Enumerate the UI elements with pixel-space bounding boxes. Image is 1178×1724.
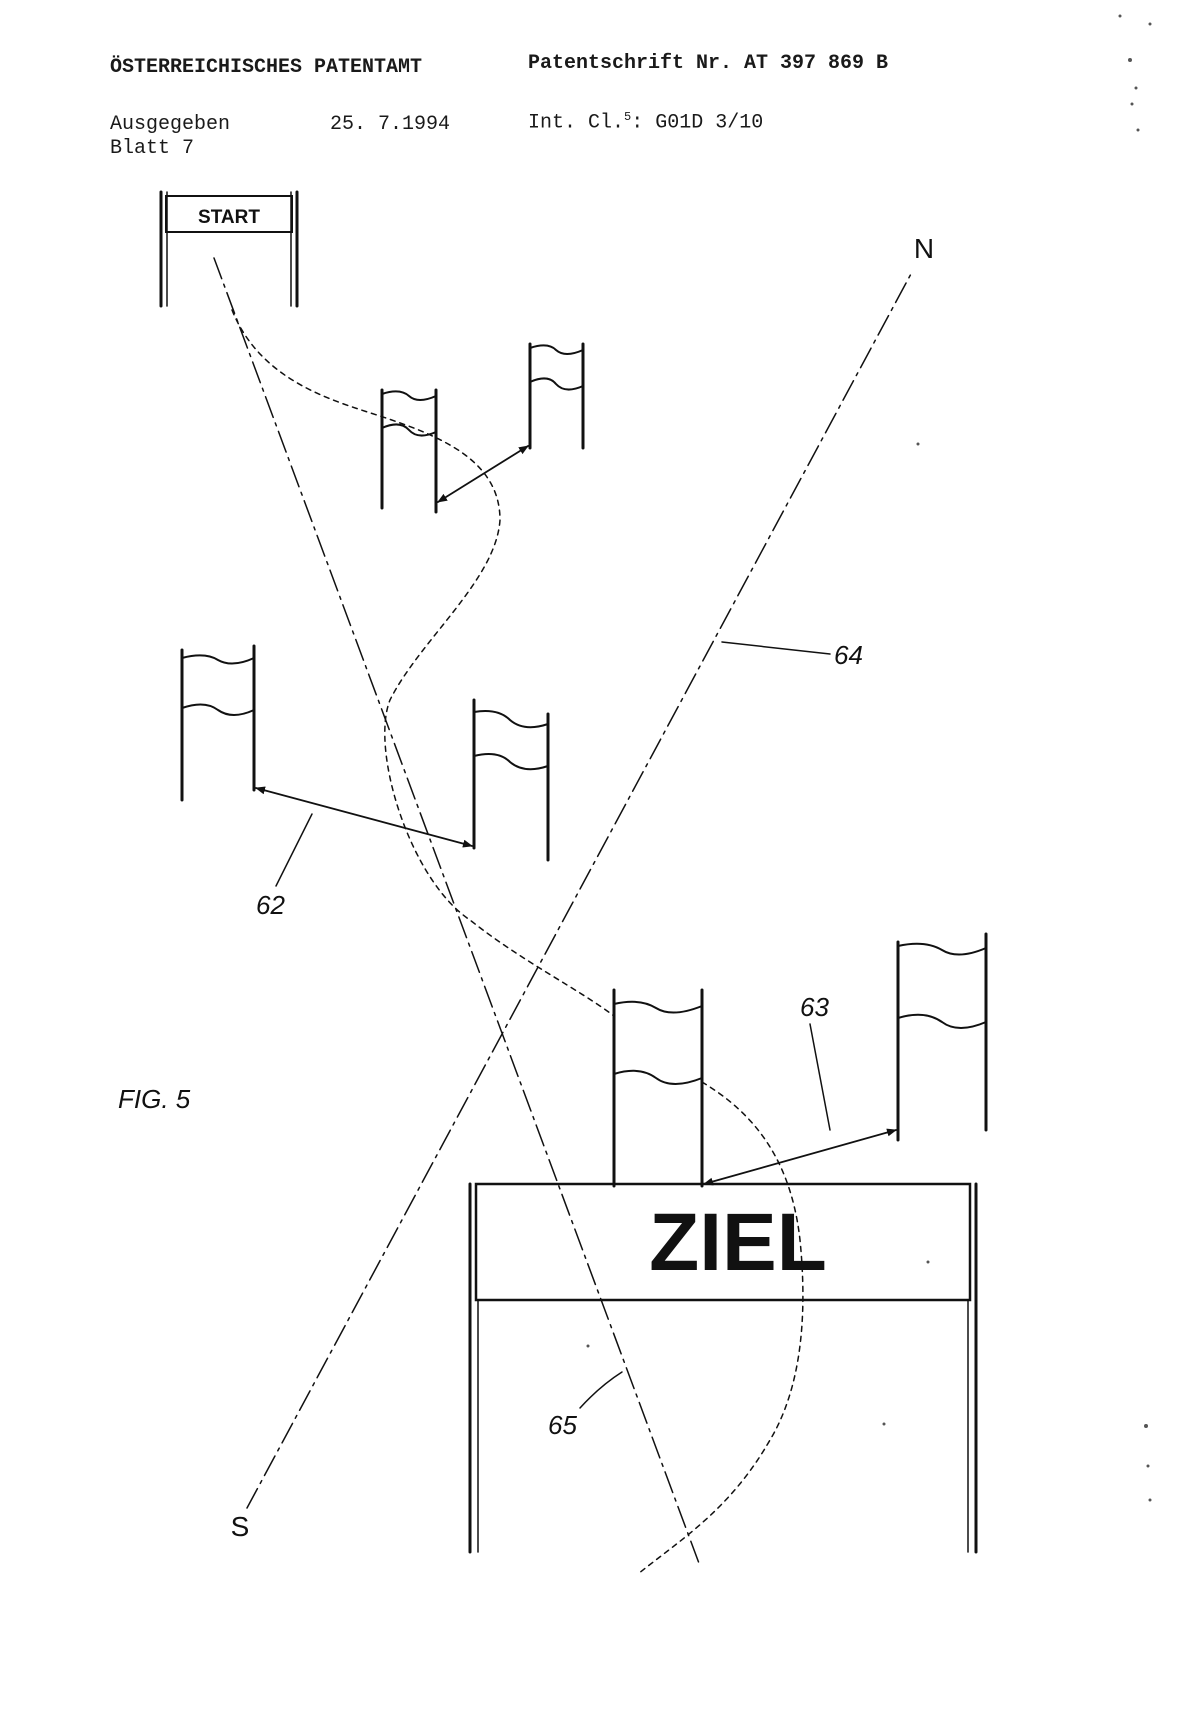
finish-sign: ZIEL xyxy=(649,1197,827,1288)
ref-65: 65 xyxy=(548,1410,577,1440)
flag-gate-3-left xyxy=(612,988,704,1188)
patent-number: Patentschrift Nr. AT 397 869 B xyxy=(528,52,889,75)
gate-3-distance-arrow xyxy=(703,1128,897,1186)
leader-64 xyxy=(721,641,831,655)
north-south-line-64 xyxy=(246,271,913,1509)
int-classification: Int. Cl.5: G01D 3/10 xyxy=(528,110,763,135)
start-sign: START xyxy=(198,207,260,228)
north-label: N xyxy=(914,233,934,264)
leader-63 xyxy=(809,1023,831,1131)
flag-gate-2-right xyxy=(472,698,550,862)
fall-line-65 xyxy=(213,257,701,1567)
gate-1-distance-arrow xyxy=(437,445,529,503)
leader-65 xyxy=(579,1371,623,1409)
south-label: S xyxy=(231,1511,250,1542)
leader-62 xyxy=(275,813,313,887)
issued-date: 25. 7.1994 xyxy=(330,113,451,136)
course-path xyxy=(231,309,804,1575)
int-cl-superscript: 5 xyxy=(624,110,632,124)
ref-62: 62 xyxy=(256,890,285,920)
gate-2-distance-arrow xyxy=(255,786,473,848)
flag-gate-1-right xyxy=(528,342,585,450)
flag-gate-2-left xyxy=(180,644,256,802)
ref-64: 64 xyxy=(834,640,863,670)
flag-gate-1-left xyxy=(380,388,438,514)
issued-label: Ausgegeben xyxy=(110,113,231,136)
int-cl-prefix: Int. Cl. xyxy=(528,111,625,135)
sheet-number: Blatt 7 xyxy=(110,137,195,160)
patent-office-name: ÖSTERREICHISCHES PATENTAMT xyxy=(110,56,423,79)
start-gate xyxy=(159,190,299,308)
int-cl-suffix: : G01D 3/10 xyxy=(631,111,764,135)
flag-gate-3-right xyxy=(896,932,988,1142)
figure-label: FIG. 5 xyxy=(118,1084,191,1114)
scan-specks xyxy=(586,14,1152,1502)
ref-63: 63 xyxy=(800,992,829,1022)
